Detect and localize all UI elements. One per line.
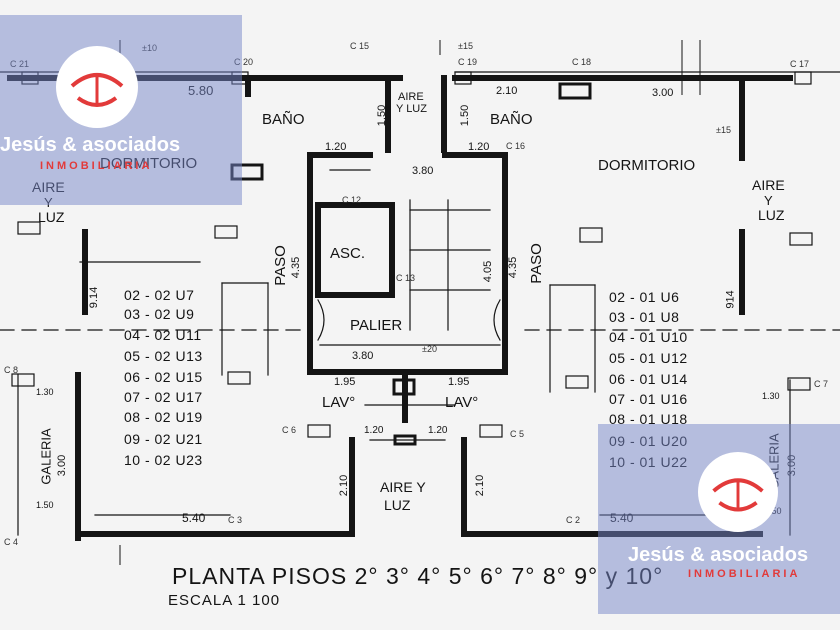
dimension-9-14-right: 914 [724,290,737,309]
dimension-2-10-b: 2.10 [474,474,487,497]
dimension-3-00-top: 3.00 [652,87,674,99]
dimension-1-20-a: 1.20 [325,141,347,153]
unit-right-4: 05 - 01 U12 [609,350,688,366]
plan-title: PLANTA PISOS 2° 3° 4° 5° 6° 7° 8° 9° y 1… [172,563,664,589]
room-label-dormitorio-right: DORMITORIO [598,157,696,174]
dimension-1-30-a: 1.30 [36,387,54,397]
room-label-palier: PALIER [350,317,403,334]
dimension-1-50-a: 1.50 [376,104,389,127]
dimension-1-30-b: 1.30 [762,391,780,401]
watermark-logo-top-left [56,46,138,128]
logo-icon [70,73,124,107]
dimension-1-95-right: 1.95 [448,376,470,388]
mark-c12: C 12 [342,195,362,205]
room-label-lav-left: LAV° [322,394,356,411]
mark-c5: C 5 [510,429,525,439]
room-label-aire-right-1: AIRE [752,177,785,193]
room-label-aire-right-3: LUZ [758,207,785,223]
mark-c20: C 20 [234,57,254,67]
mark-c7: C 7 [814,379,829,389]
unit-right-3: 04 - 01 U10 [609,329,688,345]
unit-left-3: 04 - 02 U11 [124,327,202,343]
dimension-1-20-c: 1.20 [364,425,384,436]
room-label-aire-right-2: Y [764,193,773,208]
dimension-5-40-left: 5.40 [182,511,206,525]
mark-c8: C 8 [4,365,19,375]
unit-right-6: 07 - 01 U16 [609,391,688,407]
unit-left-8: 09 - 02 U21 [124,431,203,447]
mark-c19: C 19 [458,57,478,67]
unit-left-1: 02 - 02 U7 [124,287,195,303]
dimension-4-05: 4.05 [482,260,495,283]
room-label-paso-left: PASO [271,245,289,286]
unit-right-5: 06 - 01 U14 [609,371,688,387]
plan-scale: ESCALA 1 100 [168,592,281,609]
watermark-brand-top-left: Jesús & asociados [0,134,181,156]
mark-height-20: ±20 [422,344,437,354]
dimension-3-80-top: 3.80 [412,165,434,177]
core-walls [307,152,508,423]
watermark-sub-top-left: INMOBILIARIA [40,160,153,172]
fixtures [11,71,813,446]
dimension-1-20-b: 1.20 [468,141,490,153]
dimension-3-80-bottom: 3.80 [352,350,374,362]
mark-c13: C 13 [396,273,416,283]
room-label-bano-left: BAÑO [262,111,305,128]
mark-c17: C 17 [790,59,810,69]
room-label-aire-luz-bottom-1: AIRE Y [380,479,426,495]
dimension-1-50-c: 1.50 [36,500,54,510]
unit-left-7: 08 - 02 U19 [124,409,203,425]
room-label-aire-luz-top-2: Y LUZ [396,103,427,115]
room-label-lav-right: LAV° [445,394,479,411]
dimension-1-50-b: 1.50 [459,104,472,127]
mark-height-15-b: ±15 [716,125,731,135]
room-label-galeria-left: GALERIA [38,428,54,485]
room-label-bano-right: BAÑO [490,111,533,128]
unit-left-6: 07 - 02 U17 [124,389,203,405]
dimension-2-10-a: 2.10 [338,474,351,497]
dimension-3-00-left: 3.00 [56,454,69,477]
room-label-asc: ASC. [330,245,366,262]
unit-left-9: 10 - 02 U23 [124,452,203,468]
dimension-1-95-left: 1.95 [334,376,356,388]
mark-c15: C 15 [350,41,370,51]
room-label-paso-right: PASO [527,243,545,284]
dimension-4-35-right: 4.35 [507,256,520,279]
unit-right-7: 08 - 01 U18 [609,411,688,427]
unit-left-4: 05 - 02 U13 [124,348,203,364]
unit-left-2: 03 - 02 U9 [124,306,195,322]
mark-c6: C 6 [282,425,297,435]
mark-c4: C 4 [4,537,19,547]
dimension-2-10-top: 2.10 [496,85,518,97]
mark-c2: C 2 [566,515,581,525]
mark-height-15-a: ±15 [458,41,473,51]
logo-icon [712,478,764,512]
dimension-1-20-d: 1.20 [428,425,448,436]
dimension-9-14-left: 9.14 [88,286,101,309]
watermark-sub-bottom-right: INMOBILIARIA [688,568,801,580]
mark-c3: C 3 [228,515,243,525]
mark-c18: C 18 [572,57,592,67]
watermark-logo-bottom-right [698,452,778,532]
room-label-aire-luz-top-1: AIRE [398,91,424,103]
unit-right-1: 02 - 01 U6 [609,289,680,305]
watermark-brand-bottom-right: Jesús & asociados [628,544,809,566]
room-label-aire-left-3: LUZ [38,209,65,225]
room-label-aire-luz-bottom-2: LUZ [384,497,411,513]
unit-right-2: 03 - 01 U8 [609,309,680,325]
dimension-4-35-left: 4.35 [290,256,303,279]
unit-left-5: 06 - 02 U15 [124,369,203,385]
mark-c16: C 16 [506,141,526,151]
